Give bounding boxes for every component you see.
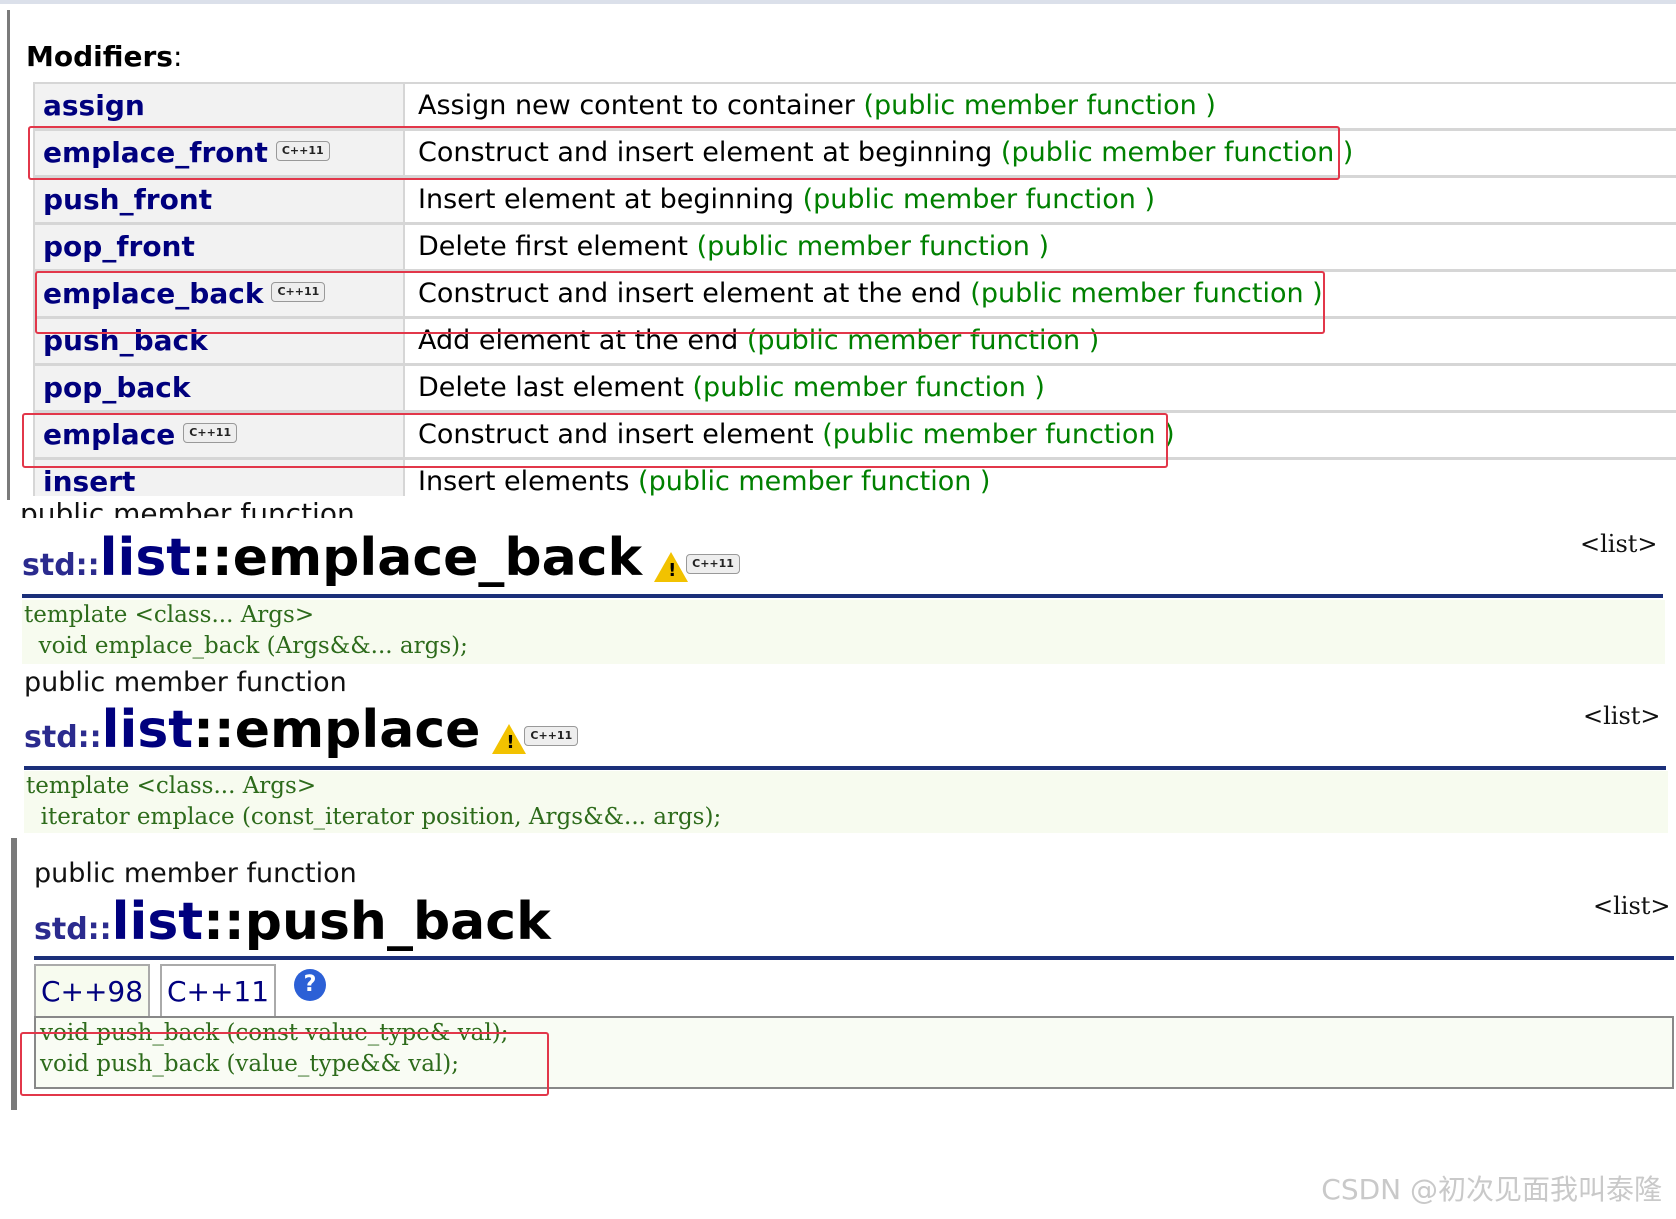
screenshot-seam [0, 501, 1676, 503]
header-rule [34, 956, 1674, 960]
table-row: emplace_back C++11 Construct and insert e… [33, 272, 1676, 319]
member-desc: Insert element at beginning [418, 184, 795, 215]
member-kind: (public member function ) [822, 419, 1175, 450]
tab-cpp11[interactable]: C++11 [160, 964, 276, 1018]
left-border [11, 838, 17, 1110]
modifiers-heading: Modifiers: [26, 40, 183, 73]
member-link-push-back[interactable]: push_back [43, 324, 208, 357]
table-row: assign Assign new content to container (… [33, 84, 1676, 131]
member-desc: Construct and insert element at beginnin… [418, 137, 993, 168]
member-desc: Construct and insert element [418, 419, 814, 450]
member-kind: (public member function ) [970, 278, 1323, 309]
member-desc: Construct and insert element at the end [418, 278, 962, 309]
page-title-push-back: std::list::push_back [34, 892, 551, 952]
member-desc: Assign new content to container [418, 90, 855, 121]
cpp11-badge: C++11 [275, 140, 330, 161]
member-kind: (public member function ) [802, 184, 1156, 215]
member-link-emplace[interactable]: emplace [43, 418, 176, 451]
member-desc: Delete last element [418, 372, 684, 403]
member-link-emplace-back[interactable]: emplace_back [43, 277, 264, 310]
table-row: push_front Insert element at beginning (… [33, 178, 1676, 225]
warning-icon: ! [492, 723, 527, 754]
header-link-list[interactable]: <list> [1583, 702, 1661, 730]
prototype-emplace-back: template <class... Args> void emplace_ba… [22, 600, 1665, 664]
prototype-emplace: template <class... Args> iterator emplac… [24, 771, 1668, 833]
header-link-list[interactable]: <list> [1593, 892, 1671, 920]
member-desc: Add element at the end [418, 325, 739, 356]
section-label: public member function [24, 667, 347, 698]
cpp11-badge: C++11 [686, 553, 740, 574]
header-rule [22, 594, 1663, 598]
tab-cpp98[interactable]: C++98 [34, 964, 150, 1018]
member-kind: (public member function ) [696, 231, 1049, 262]
table-row: push_back Add element at the end (public… [33, 319, 1676, 366]
modifiers-table: assign Assign new content to container (… [33, 82, 1676, 496]
member-link-assign[interactable]: assign [43, 89, 145, 122]
member-kind: (public member function ) [1000, 137, 1354, 168]
header-rule [24, 766, 1666, 770]
cpp11-badge: C++11 [183, 422, 238, 443]
member-kind: (public member function ) [638, 466, 991, 496]
table-row: emplace C++11 Construct and insert elemen… [33, 413, 1676, 460]
member-link-pop-back[interactable]: pop_back [43, 371, 191, 404]
member-desc: Insert elements [418, 466, 630, 496]
member-link-insert[interactable]: insert [43, 465, 136, 496]
table-row: pop_back Delete last element (public mem… [33, 366, 1676, 413]
page-title-emplace: std::list::emplace!C++11 [24, 700, 579, 760]
prototype-push-back: void push_back (const value_type& val); … [34, 1016, 1674, 1089]
table-row: emplace_front C++11 Construct and insert … [33, 131, 1676, 178]
help-icon[interactable]: ? [294, 969, 326, 1001]
table-row: insert Insert elements (public member fu… [33, 460, 1676, 496]
clipped-section-label: public member function [20, 500, 355, 518]
member-kind: (public member function ) [692, 372, 1045, 403]
member-link-push-front[interactable]: push_front [43, 183, 213, 216]
member-link-pop-front[interactable]: pop_front [43, 230, 195, 263]
cpp11-badge: C++11 [271, 281, 326, 302]
page-title-emplace-back: std::list::emplace_back!C++11 [22, 528, 740, 588]
left-border [7, 10, 10, 500]
top-border [0, 0, 1676, 4]
header-link-list[interactable]: <list> [1580, 530, 1658, 558]
member-desc: Delete first element [418, 231, 688, 262]
member-kind: (public member function ) [863, 90, 1216, 121]
member-link-emplace-front[interactable]: emplace_front [43, 136, 268, 169]
warning-icon: ! [654, 551, 689, 582]
prototype-line: void push_back (value_type&& val); [40, 1051, 460, 1077]
table-row: pop_front Delete first element (public m… [33, 225, 1676, 272]
prototype-line: void push_back (const value_type& val); [40, 1020, 509, 1046]
member-kind: (public member function ) [746, 325, 1100, 356]
section-label: public member function [34, 858, 357, 889]
cpp11-badge: C++11 [524, 725, 579, 746]
watermark: CSDN @初次见面我叫泰隆 [1321, 1173, 1662, 1206]
